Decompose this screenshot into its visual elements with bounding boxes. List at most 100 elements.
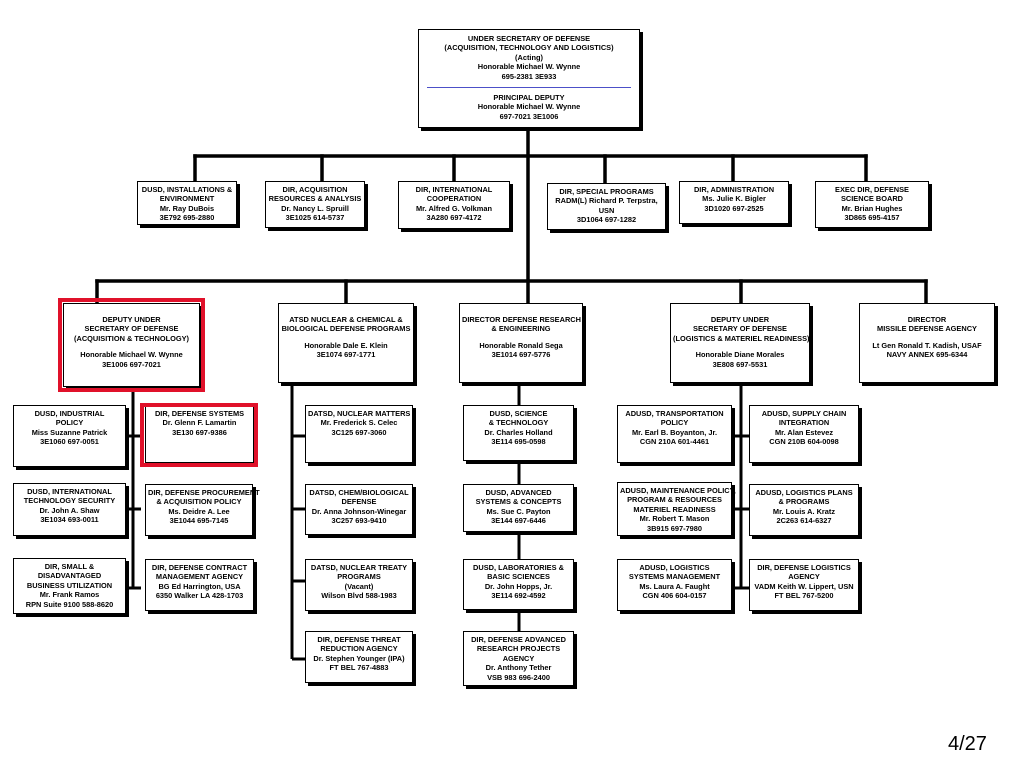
box-line: 3E1034 693-0011 [40, 515, 99, 525]
box-line: 3E114 695-0598 [491, 437, 546, 447]
box-line: SCIENCE BOARD [840, 194, 903, 204]
box-line: 3E792 695-2880 [159, 213, 215, 223]
box-line: & PROGRAMS [778, 497, 830, 507]
box-line: & ENGINEERING [491, 324, 551, 334]
box-line: RESOURCES & ANALYSIS [268, 194, 362, 204]
box-line: POLICY [55, 418, 84, 428]
box-line: Dr. Anna Johnson-Winegar [311, 506, 407, 516]
box-line: ADUSD, LOGISTICS PLANS [755, 488, 853, 497]
box-line: VSB 983 696-2400 [487, 672, 550, 682]
box-line: 2C263 614-6327 [776, 516, 832, 526]
box-line: Dr. John A. Shaw [39, 505, 100, 515]
box-line: Ms. Julie K. Bigler [702, 194, 766, 204]
line-gap [673, 343, 807, 350]
box-line: DIR, DEFENSE PROCUREMENT [148, 488, 260, 497]
box-line: DEPUTY UNDER [710, 315, 770, 324]
box-line: DUSD, INSTALLATIONS & [141, 185, 233, 194]
box-line: CGN 210A 601-4461 [639, 437, 710, 447]
box-line: INTEGRATION [778, 418, 830, 428]
box-line: FT BEL 767-4883 [329, 663, 389, 673]
box-line: 6350 Walker LA 428-1703 [155, 591, 244, 601]
box-line: DIR, DEFENSE CONTRACT [151, 563, 248, 572]
box-line: Lt Gen Ronald T. Kadish, USAF [872, 340, 982, 350]
box-line: Ms. Deidre A. Lee [168, 506, 230, 516]
top-line: (Acting) [515, 52, 543, 62]
principal-deputy-line: PRINCIPAL DEPUTY [493, 93, 565, 103]
box-line: USN [598, 205, 615, 215]
box-line: 3D865 695-4157 [844, 213, 900, 223]
box-line: Ms. Laura A. Faught [639, 581, 710, 591]
box-line: RESEARCH PROJECTS [476, 644, 561, 654]
box-line: 3E144 697-6446 [491, 516, 546, 526]
box-line: TECHNOLOGY SECURITY [23, 496, 116, 506]
highlight-defense-systems [140, 403, 258, 467]
under-secretary-box: UNDER SECRETARY OF DEFENSE (ACQUISITION,… [418, 29, 640, 128]
box-line: 3C257 693-9410 [331, 516, 387, 526]
box-line: SECRETARY OF DEFENSE [84, 324, 179, 334]
box-line: DUSD, ADVANCED [485, 488, 552, 497]
dir-defense-procurement-box: DIR, DEFENSE PROCUREMENT& ACQUISITION PO… [145, 484, 260, 536]
atsd-nuclear-chemical-biological-box: ATSD NUCLEAR & CHEMICAL &BIOLOGICAL DEFE… [278, 303, 414, 383]
box-line: 3E1025 614-5737 [285, 213, 345, 223]
box-line: DATSD, NUCLEAR MATTERS [308, 409, 411, 418]
top-line: UNDER SECRETARY OF DEFENSE [467, 34, 591, 43]
box-line: & ACQUISITION POLICY [156, 497, 242, 507]
box-line: Honorable Michael W. Wynne [80, 350, 183, 360]
box-line: 3C125 697-3060 [331, 427, 387, 437]
line-gap [462, 334, 580, 341]
box-line: ENVIRONMENT [159, 194, 215, 204]
box-line: 3E1014 697-5776 [491, 350, 551, 360]
box-line: Mr. Louis A. Kratz [772, 506, 836, 516]
box-line: Dr. Glenn F. Lamartin [162, 418, 237, 428]
box-line: BIOLOGICAL DEFENSE PROGRAMS [281, 324, 411, 334]
box-line: BASIC SCIENCES [487, 572, 550, 582]
box-line: DIR, SPECIAL PROGRAMS [559, 187, 654, 196]
divider-line [427, 87, 631, 89]
box-line: ADUSD, LOGISTICS [639, 563, 710, 572]
box-line: Honorable Diane Morales [695, 350, 785, 360]
box-line: AGENCY [788, 572, 820, 582]
box-line: REDUCTION AGENCY [320, 644, 398, 654]
box-line: DEFENSE [341, 497, 377, 507]
box-line: ADUSD, TRANSPORTATION [625, 409, 724, 418]
box-line: Ms. Sue C. Payton [486, 506, 551, 516]
box-line: 3E1006 697-7021 [102, 359, 161, 369]
box-line: ADUSD, MAINTENANCE POLICY, [620, 486, 736, 495]
box-line: & TECHNOLOGY [488, 418, 549, 428]
box-line: MANAGEMENT AGENCY [155, 572, 244, 582]
box-line: Dr. John Hopps, Jr. [484, 581, 553, 591]
box-line: Wilson Blvd 588-1983 [321, 591, 397, 601]
box-line: 3E1060 697-0051 [40, 437, 99, 447]
box-line: SYSTEMS MANAGEMENT [628, 572, 721, 582]
box-line: 3E130 697-9386 [172, 427, 227, 437]
box-line: ADUSD, SUPPLY CHAIN [761, 409, 847, 418]
box-line: FT BEL 767-5200 [774, 591, 834, 601]
box-line: DUSD, SCIENCE [489, 409, 548, 418]
box-line: RPN Suite 9100 588-8620 [25, 599, 114, 609]
box-line: COOPERATION [426, 194, 482, 204]
box-line: 3D1020 697-2525 [704, 203, 764, 213]
top-line: (ACQUISITION, TECHNOLOGY AND LOGISTICS) [444, 43, 614, 53]
box-line: BUSINESS UTILIZATION [26, 580, 113, 590]
line-gap [281, 334, 411, 341]
box-line: RADM(L) Richard P. Terpstra, [555, 196, 658, 206]
box-line: BG Ed Harrington, USA [158, 581, 241, 591]
box-line: Dr. Stephen Younger (IPA) [313, 653, 405, 663]
box-line: CGN 210B 604-0098 [769, 437, 839, 447]
